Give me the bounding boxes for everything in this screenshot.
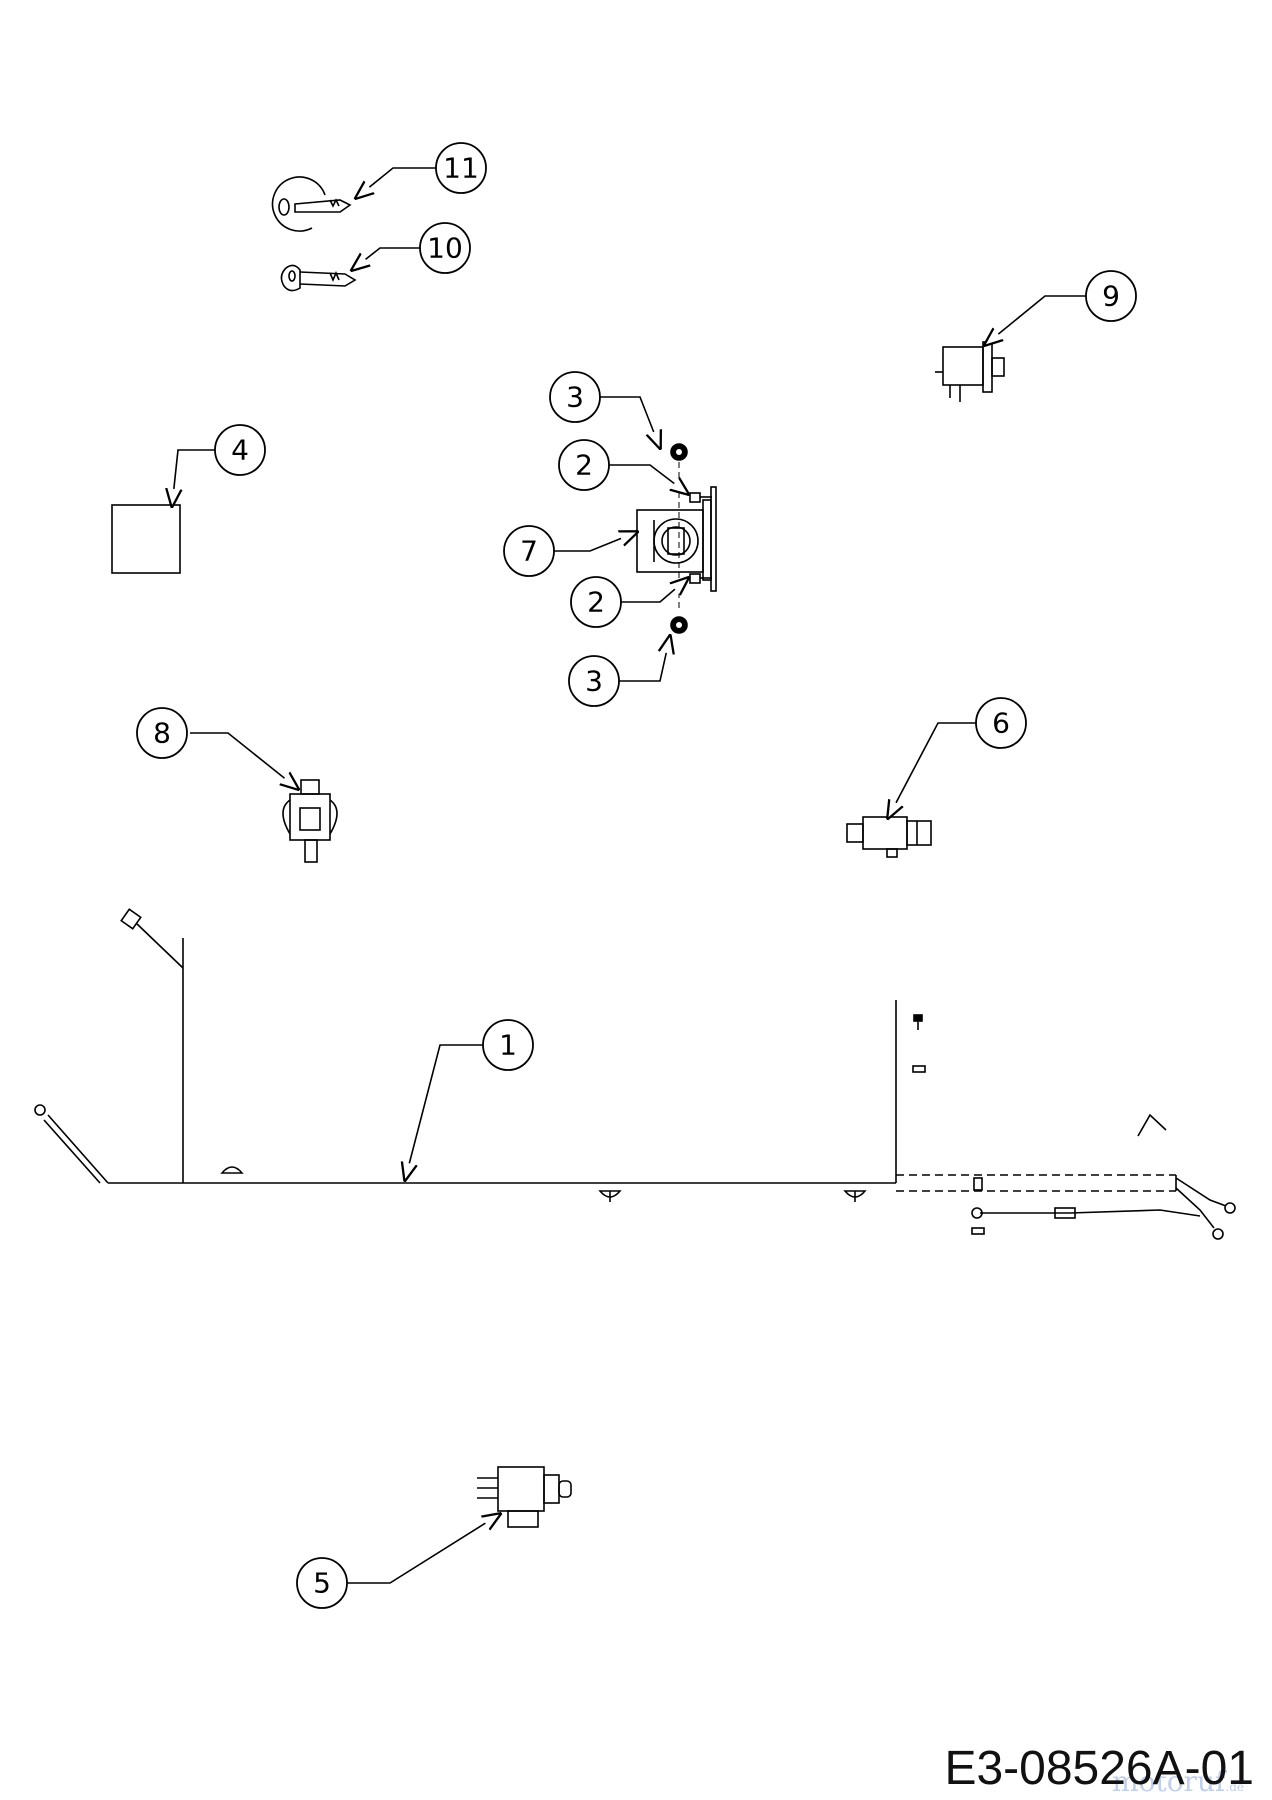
plunger-switch-8 [282,779,338,863]
svg-text:1: 1 [499,1029,517,1062]
wiring-harness-1 [34,908,1236,1240]
svg-text:7: 7 [520,535,538,568]
decal-4 [111,504,181,574]
svg-text:9: 9 [1102,280,1120,313]
callout-5: 5 [296,1557,348,1609]
callout-3a-leader [600,396,660,448]
callout-11-leader [356,167,436,198]
svg-text:2: 2 [575,449,593,482]
callout-8: 8 [136,707,188,759]
svg-text:4: 4 [231,434,249,467]
callout-4: 4 [214,424,266,476]
svg-text:8: 8 [153,717,171,750]
callout-8-leader [190,732,298,789]
callout-3b: 3 [568,655,620,707]
svg-text:2: 2 [587,586,605,619]
callout-1-leader [405,1044,483,1180]
nut-3-lower [670,616,688,634]
callout-2a-leader [609,464,688,494]
screw-2-upper [689,492,712,503]
switch-9 [935,341,1005,402]
callout-7-leader [554,532,637,552]
svg-text:3: 3 [585,665,603,698]
svg-text:5: 5 [313,1567,331,1600]
nut-3-upper [670,443,688,461]
callout-9-leader [985,295,1086,345]
callout-6: 6 [975,697,1027,749]
callout-4-leader [172,449,215,506]
callout-3b-leader [619,636,670,682]
drawing-number: E3-08526A-01 [944,1742,1254,1795]
callout-9: 9 [1085,270,1137,322]
watermark: motoruf.de [1112,1765,1244,1798]
callout-11: 11 [435,142,487,194]
callout-5-leader [347,1514,500,1584]
callout-3a: 3 [549,371,601,423]
watermark-suffix: .de [1225,1780,1244,1794]
switch-5 [477,1466,572,1528]
callout-2b: 2 [570,576,622,628]
callout-1: 1 [482,1019,534,1071]
watermark-text: motoruf [1112,1765,1226,1798]
key-10 [280,264,357,292]
callout-6-leader [888,722,976,818]
callout-7: 7 [503,525,555,577]
screw-2-lower [689,573,712,584]
callout-2b-leader [621,578,688,603]
callout-2a: 2 [558,439,610,491]
callout-10: 10 [419,222,471,274]
svg-text:10: 10 [427,232,463,265]
svg-text:3: 3 [566,381,584,414]
callout-10-leader [352,247,420,270]
key-11 [271,176,352,232]
switch-6 [846,816,932,858]
svg-text:11: 11 [443,152,479,185]
ignition-switch-7 [636,486,717,592]
svg-text:6: 6 [992,707,1010,740]
